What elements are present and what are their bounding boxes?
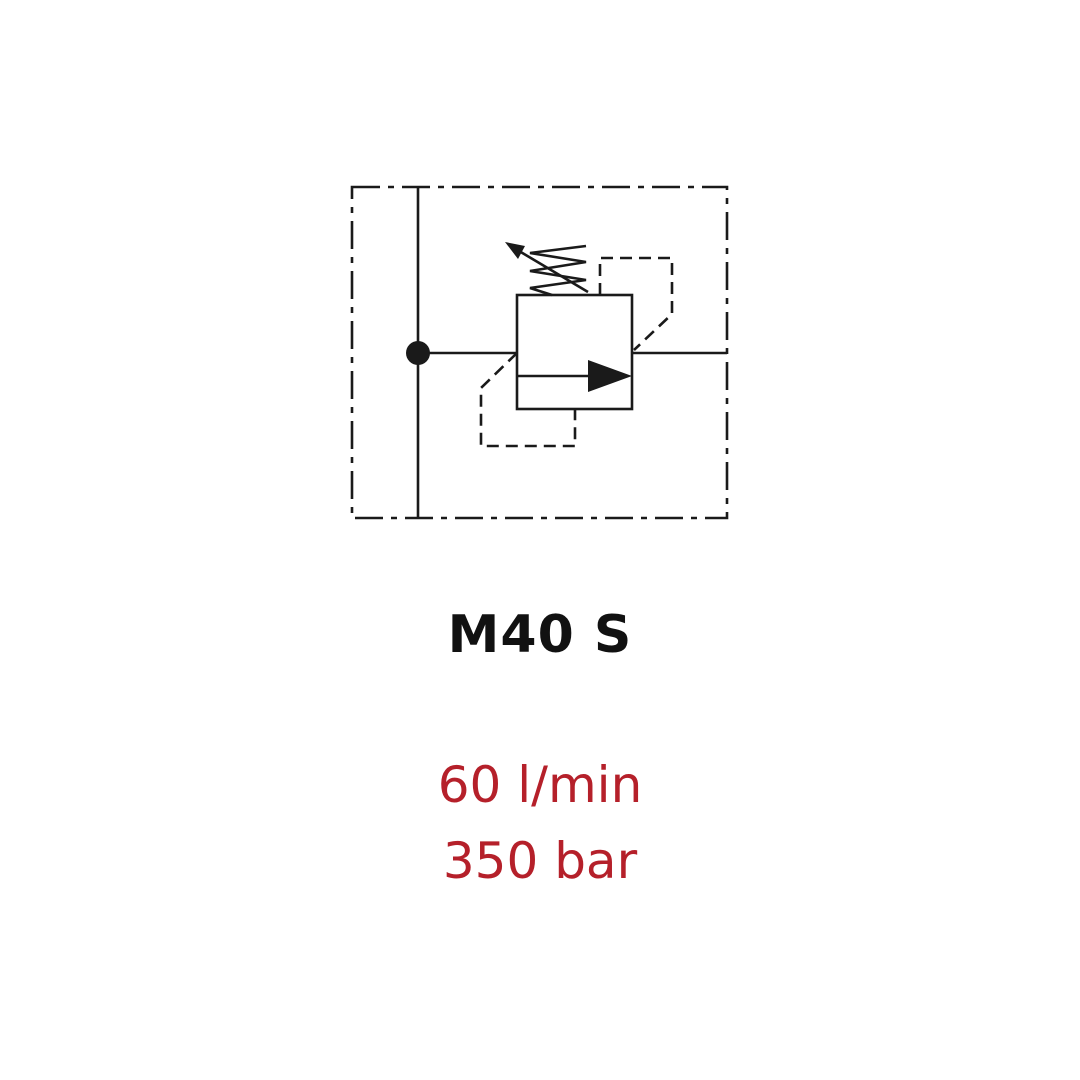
adjustment-arrowhead-icon [505,242,525,259]
adjustment-arrow-line [513,246,589,294]
flow-arrow-icon [588,360,632,392]
pressure-rating: 350 bar [442,832,638,890]
flow-rate: 60 l/min [437,756,643,814]
pilot-line-top [598,256,674,351]
pilot-line-bottom [479,352,577,448]
valve-body [515,293,634,411]
junction-dot [406,341,430,365]
model-name: M40 S [447,605,633,665]
spring-icon [529,244,587,297]
